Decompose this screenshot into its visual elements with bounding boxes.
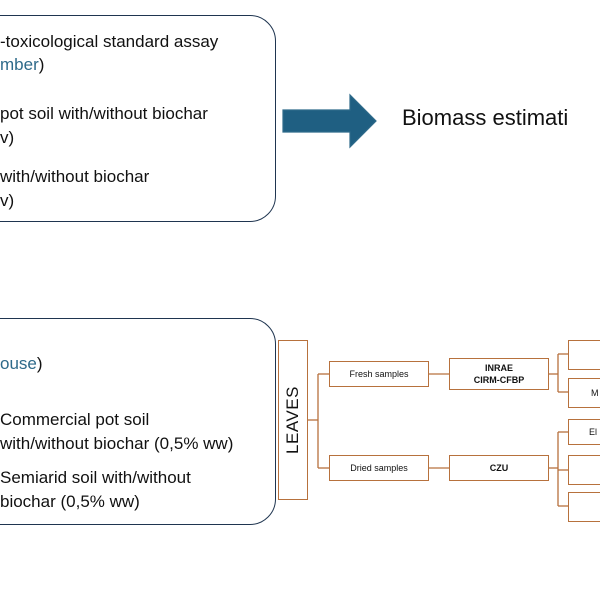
- right-box-2: M: [568, 378, 600, 408]
- bottom-line-1-accent: ouse: [0, 354, 37, 373]
- bottom-line-1: ouse): [0, 354, 43, 374]
- bottom-line-2: Commercial pot soil: [0, 410, 150, 429]
- bottom-info-box: [0, 318, 276, 525]
- bottom-line-5: biochar (0,5% ww): [0, 492, 140, 511]
- right-box-3: El: [568, 419, 600, 445]
- top-line-2-close: ): [38, 55, 45, 74]
- fresh-samples-box: Fresh samples: [329, 361, 429, 387]
- top-line-2-accent: mber: [0, 55, 39, 74]
- leaves-box: LEAVES: [278, 340, 308, 500]
- dried-samples-label: Dried samples: [350, 463, 408, 473]
- inrae-box: INRAE CIRM-CFBP: [449, 358, 549, 390]
- fresh-samples-label: Fresh samples: [349, 369, 409, 379]
- biomass-estimation-label: Biomass estimati: [402, 105, 569, 130]
- top-line-5: with/without biochar: [0, 167, 150, 186]
- right-box-1: [568, 340, 600, 370]
- czu-box: CZU: [449, 455, 549, 481]
- cirm-cfbp-label: CIRM-CFBP: [473, 375, 525, 385]
- right-box-3-label: El: [589, 427, 598, 437]
- top-line-1: -toxicological standard assay: [0, 32, 219, 51]
- bottom-line-3: with/without biochar (0,5% ww): [0, 434, 234, 453]
- leaves-label: LEAVES: [283, 386, 302, 454]
- inrae-label: INRAE: [484, 363, 513, 373]
- czu-label: CZU: [489, 463, 509, 473]
- right-box-4: [568, 455, 600, 485]
- top-line-4: v): [0, 128, 15, 147]
- right-arrow-icon: [282, 93, 377, 149]
- dried-samples-box: Dried samples: [329, 455, 429, 481]
- top-line-2: mber): [0, 55, 44, 75]
- right-box-5: [568, 492, 600, 522]
- top-line-3: pot soil with/without biochar: [0, 104, 208, 123]
- bottom-line-4: Semiarid soil with/without: [0, 468, 191, 487]
- top-line-6: v): [0, 191, 15, 210]
- right-box-2-label: M: [591, 388, 599, 398]
- top-info-box: [0, 15, 276, 222]
- bottom-line-1-close: ): [36, 354, 43, 373]
